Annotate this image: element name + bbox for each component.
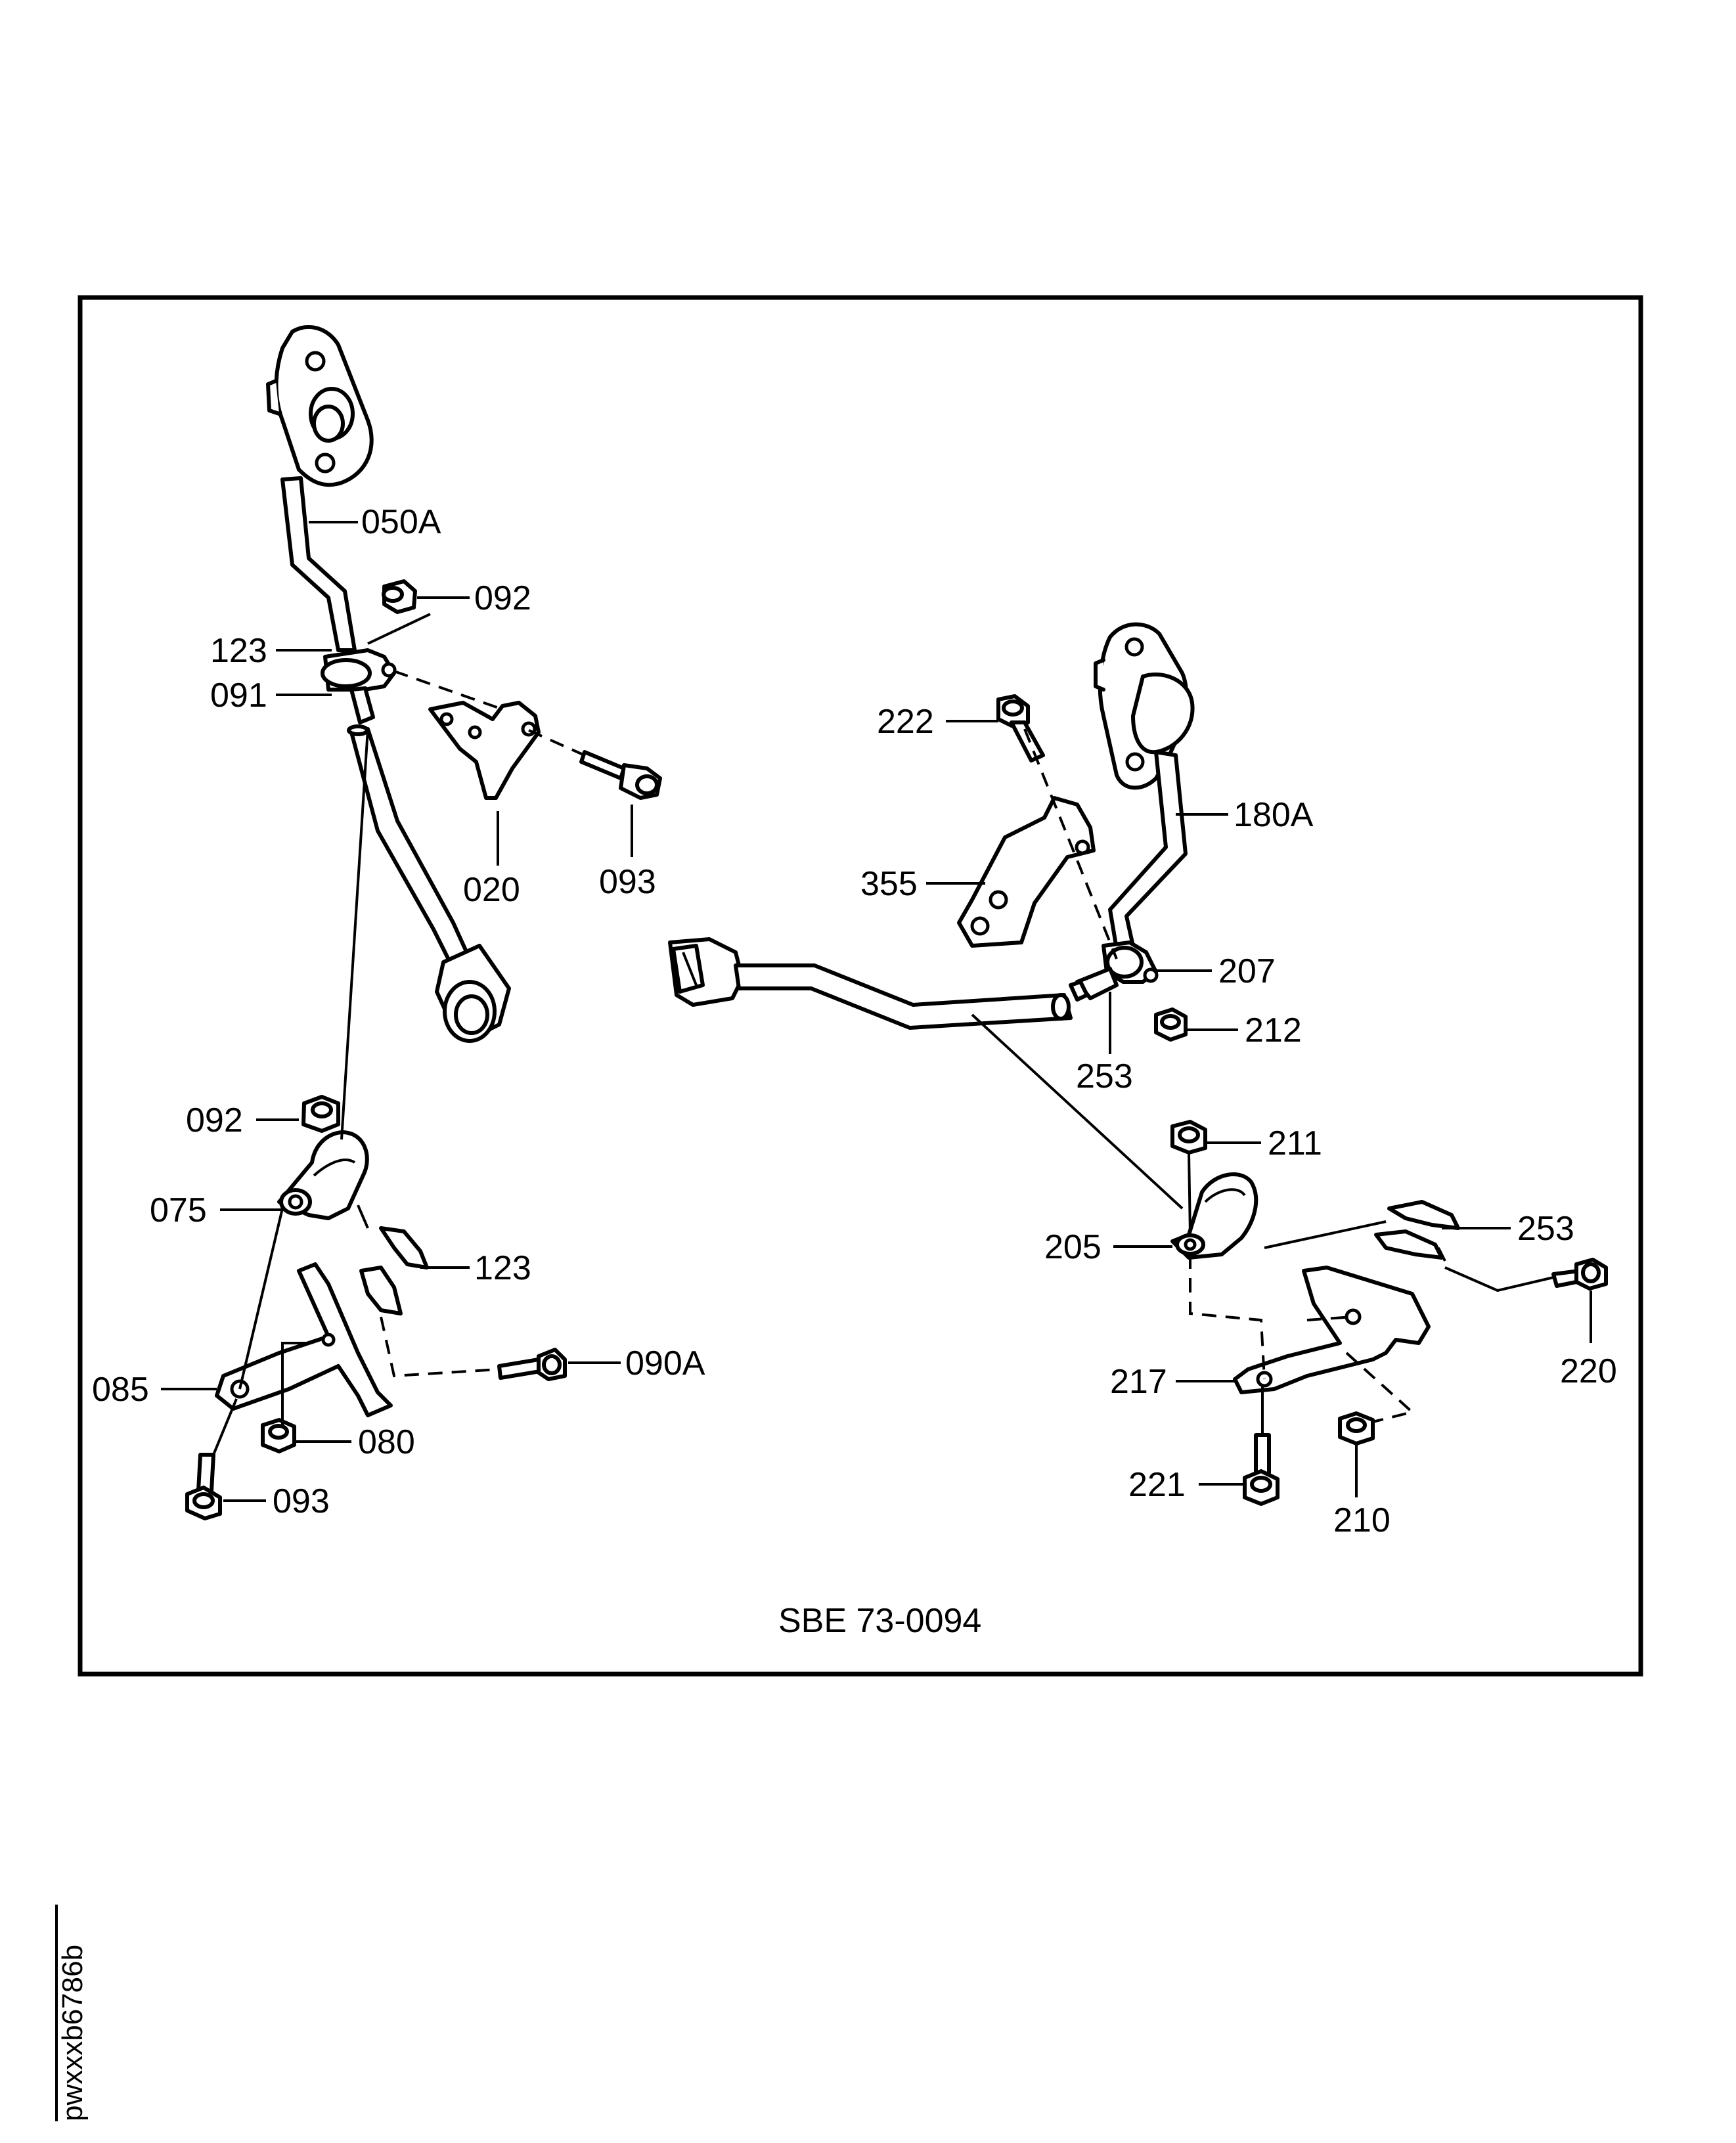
callout-211: 211	[1268, 1124, 1322, 1162]
callout-210: 210	[1333, 1501, 1391, 1539]
callout-222: 222	[877, 703, 934, 741]
callout-093-upper: 093	[599, 863, 656, 901]
tube-050A	[266, 324, 374, 652]
callout-355: 355	[860, 865, 918, 903]
bolt-093-upper	[579, 750, 662, 800]
callout-093-lower: 093	[273, 1482, 330, 1520]
callout-180A: 180A	[1234, 796, 1314, 834]
bolt-220	[1551, 1258, 1608, 1291]
callout-085: 085	[92, 1371, 149, 1409]
diagram-frame	[78, 295, 1643, 1677]
clamp-075	[277, 1130, 369, 1220]
nut-210	[1338, 1411, 1375, 1446]
callout-080: 080	[358, 1423, 415, 1461]
hose-left	[347, 724, 511, 1043]
bolt-093-lower	[185, 1453, 222, 1520]
clamp-205	[1170, 1172, 1258, 1260]
nut-212	[1154, 1007, 1188, 1042]
bolt-090A	[497, 1348, 567, 1381]
callout-123-upper: 123	[210, 632, 267, 670]
callout-050A: 050A	[361, 503, 441, 541]
nut-092-upper	[382, 579, 417, 614]
callout-221: 221	[1128, 1466, 1186, 1504]
side-code: pwxxxb6786b	[26, 1905, 89, 2121]
callout-207: 207	[1218, 952, 1276, 990]
clamp-091	[321, 648, 397, 724]
callout-217: 217	[1110, 1363, 1167, 1401]
nut-211	[1170, 1120, 1207, 1155]
bolt-221	[1243, 1433, 1280, 1506]
callout-220: 220	[1560, 1352, 1617, 1390]
bolt-222	[996, 694, 1045, 762]
callout-253-lower: 253	[1517, 1210, 1574, 1248]
callout-092-upper: 092	[474, 579, 531, 617]
bracket-085	[215, 1262, 393, 1417]
callout-091: 091	[210, 676, 267, 715]
figure-code: SBE 73-0094	[778, 1602, 981, 1640]
callout-092-lower: 092	[186, 1101, 243, 1139]
nut-092-lower	[301, 1095, 340, 1133]
callout-090A: 090A	[625, 1344, 705, 1382]
bracket-355	[957, 796, 1096, 948]
side-code-text: pwxxxb6786b	[56, 1944, 89, 2121]
callout-123-lower: 123	[474, 1249, 531, 1287]
cushion-123-lower	[359, 1226, 429, 1315]
callout-020: 020	[463, 871, 520, 909]
callout-253-upper: 253	[1076, 1057, 1133, 1095]
bracket-020	[428, 701, 541, 800]
callout-212: 212	[1245, 1011, 1302, 1049]
callout-205: 205	[1044, 1228, 1102, 1266]
hose-right	[668, 937, 1073, 1030]
nut-080	[261, 1418, 296, 1453]
callout-075: 075	[150, 1191, 207, 1229]
fitting-253-upper	[1069, 967, 1119, 1002]
